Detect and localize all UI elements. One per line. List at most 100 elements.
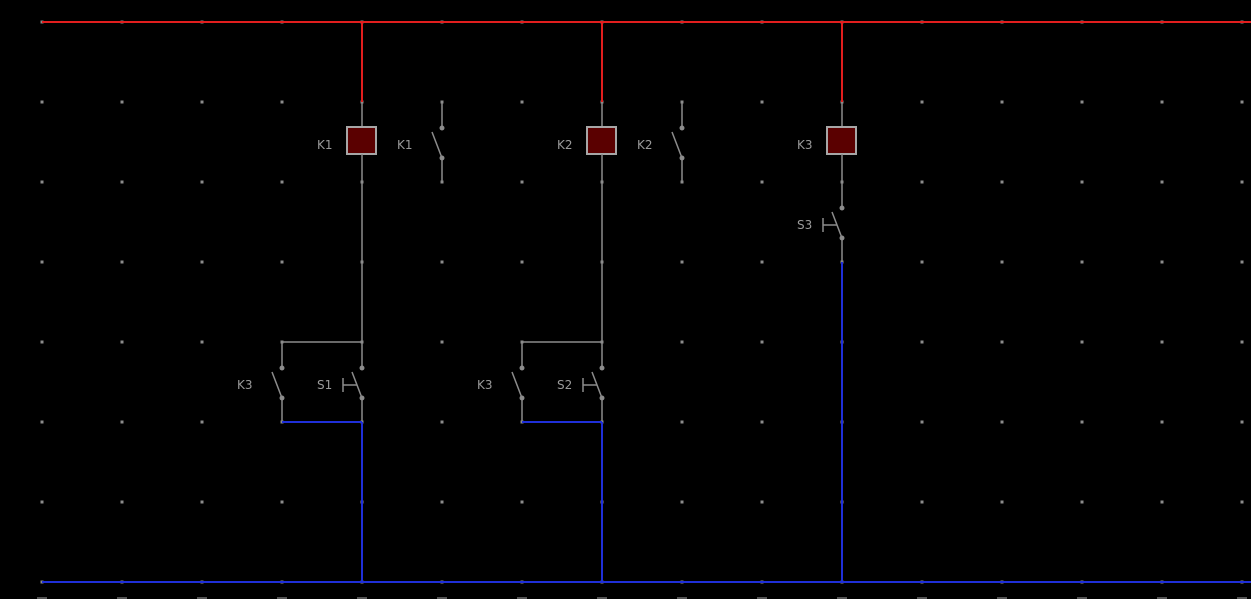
grid-dot — [1157, 597, 1167, 599]
button-s1[interactable] — [342, 342, 365, 422]
grid-dot — [1080, 180, 1084, 184]
contact-k3-b[interactable] — [511, 342, 525, 422]
grid-dot — [280, 100, 284, 104]
grid-dot — [997, 597, 1007, 599]
grid-dot — [680, 500, 684, 504]
grid-dot — [1160, 100, 1164, 104]
grid-dot — [920, 260, 924, 264]
grid-dot — [200, 340, 204, 344]
coil-k3[interactable] — [826, 126, 857, 155]
coil-k3-label: K3 — [797, 138, 813, 152]
grid-dot — [280, 260, 284, 264]
grid-dot — [1160, 180, 1164, 184]
grid-dot — [1237, 597, 1247, 599]
grid-dot — [357, 597, 367, 599]
grid-dot — [1080, 340, 1084, 344]
grid-dot — [440, 260, 444, 264]
grid-dot — [1160, 340, 1164, 344]
coil-k1-label: K1 — [317, 138, 333, 152]
coil-k2[interactable] — [586, 126, 617, 155]
grid-dot — [37, 597, 47, 599]
grid-dot — [1080, 100, 1084, 104]
grid-dot — [40, 420, 44, 424]
grid-dot — [520, 260, 524, 264]
grid-dot — [920, 100, 924, 104]
grid-dot — [920, 500, 924, 504]
grid-dot — [1000, 500, 1004, 504]
grid-dot — [760, 260, 764, 264]
grid-dot — [597, 597, 607, 599]
grid-dot — [40, 180, 44, 184]
grid-dot — [1160, 420, 1164, 424]
grid-dot — [1240, 500, 1244, 504]
grid-dot — [1000, 180, 1004, 184]
contact-k1[interactable] — [431, 102, 445, 182]
grid-dot — [1080, 420, 1084, 424]
grid-dot — [200, 100, 204, 104]
grid-dot — [1080, 500, 1084, 504]
grid-dot — [680, 260, 684, 264]
grid-dot — [760, 100, 764, 104]
grid-dot — [200, 420, 204, 424]
grid-dot — [117, 597, 127, 599]
grid-dot — [520, 500, 524, 504]
grid-dot — [1240, 260, 1244, 264]
grid-dot — [677, 597, 687, 599]
grid-dot — [120, 500, 124, 504]
grid-dot — [120, 420, 124, 424]
rung-k2: K2 K2 K3 S2 — [477, 22, 685, 582]
grid-dot — [120, 260, 124, 264]
grid-dot — [440, 500, 444, 504]
grid-dot — [1000, 100, 1004, 104]
grid-dot — [1160, 260, 1164, 264]
grid-dot — [40, 260, 44, 264]
button-s2-label: S2 — [557, 378, 572, 392]
grid-dot — [120, 180, 124, 184]
contact-k1-label: K1 — [397, 138, 413, 152]
grid-dot — [1000, 260, 1004, 264]
grid-dot — [1077, 597, 1087, 599]
grid-dot — [917, 597, 927, 599]
grid-dot — [1000, 420, 1004, 424]
contact-k2[interactable] — [671, 102, 685, 182]
grid-dot — [760, 180, 764, 184]
grid-dot — [120, 340, 124, 344]
grid-dot — [440, 340, 444, 344]
coil-k1[interactable] — [346, 126, 377, 155]
grid-dot — [40, 500, 44, 504]
grid-dot — [1000, 340, 1004, 344]
button-s1-label: S1 — [317, 378, 332, 392]
grid-dot — [1240, 420, 1244, 424]
grid-dot — [200, 500, 204, 504]
grid-dot — [520, 100, 524, 104]
contact-k3-b-label: K3 — [477, 378, 493, 392]
grid-dot — [40, 340, 44, 344]
contact-k3-a[interactable] — [271, 342, 285, 422]
grid-dot — [200, 180, 204, 184]
grid-dot — [437, 597, 447, 599]
grid-dot — [1240, 340, 1244, 344]
grid-dot — [760, 420, 764, 424]
grid-dot — [277, 597, 287, 599]
grid-dot — [280, 500, 284, 504]
contact-k2-label: K2 — [637, 138, 653, 152]
grid-dot — [440, 420, 444, 424]
button-s3-label: S3 — [797, 218, 812, 232]
grid-dot — [280, 180, 284, 184]
contact-k3-a-label: K3 — [237, 378, 253, 392]
grid-dot — [40, 100, 44, 104]
grid-dot — [1240, 180, 1244, 184]
grid-dot — [757, 597, 767, 599]
button-s2[interactable] — [582, 342, 605, 422]
coil-k2-label: K2 — [557, 138, 573, 152]
grid-dot — [200, 260, 204, 264]
grid-dot — [517, 597, 527, 599]
grid-dot — [520, 180, 524, 184]
grid-dot — [760, 340, 764, 344]
button-s3[interactable] — [822, 154, 845, 262]
grid-dot — [680, 340, 684, 344]
grid-dot — [920, 420, 924, 424]
rung-k1: K1 K1 K3 S1 — [237, 22, 445, 582]
